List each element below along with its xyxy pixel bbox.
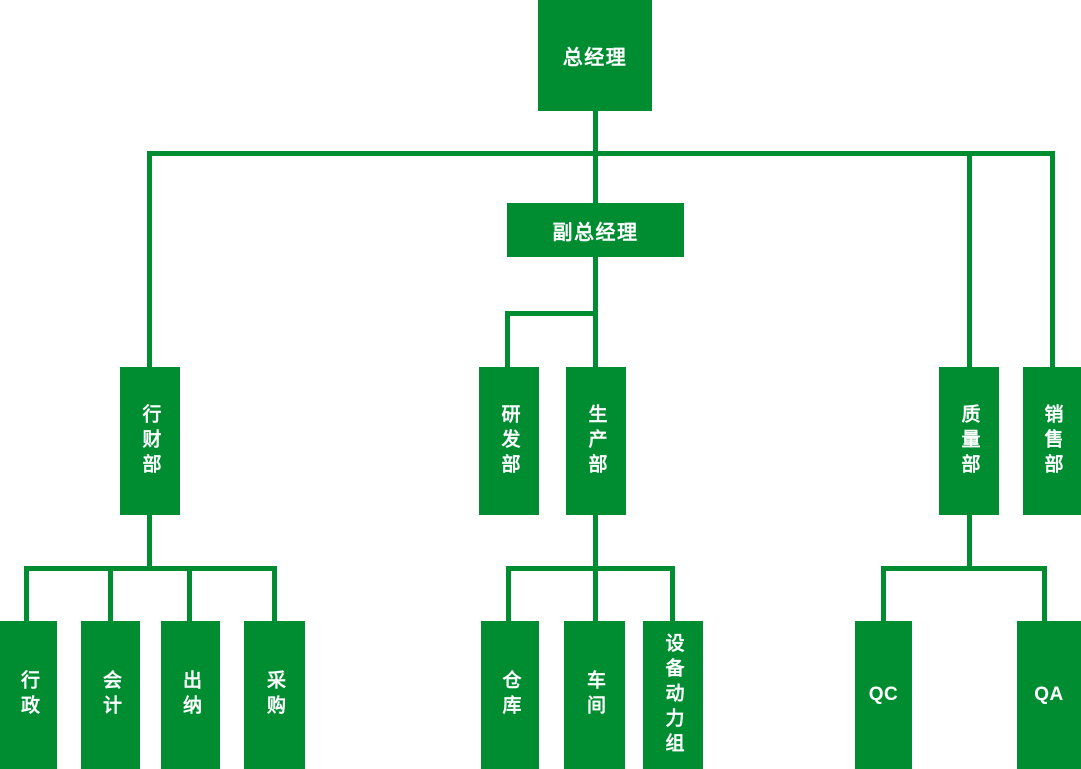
node-qc[interactable]: QC <box>855 621 912 769</box>
node-quality-dept[interactable]: 质量部 <box>939 367 999 515</box>
node-label: 副总经理 <box>552 221 639 244</box>
node-warehouse[interactable]: 仓库 <box>481 621 539 769</box>
node-label: QA <box>1034 684 1064 705</box>
connector-stub-qc <box>881 566 886 621</box>
node-label: 会计 <box>100 670 121 720</box>
connector-stub-admin <box>24 566 29 621</box>
connector-stub-workshop <box>593 566 598 621</box>
connector-dgm-branch-horizontal <box>505 311 598 316</box>
connector-stub-qa <box>1042 566 1047 621</box>
node-cashier[interactable]: 出纳 <box>161 621 220 769</box>
node-label: QC <box>868 684 899 705</box>
node-workshop[interactable]: 车间 <box>564 621 625 769</box>
connector-branch-to-rd <box>505 311 510 367</box>
node-equipment-power-group[interactable]: 设备动力组 <box>643 621 703 769</box>
node-accounting[interactable]: 会计 <box>81 621 140 769</box>
node-label: 总经理 <box>562 47 628 69</box>
node-label: 行政 <box>18 670 39 720</box>
connector-mainline-horizontal <box>147 151 1055 156</box>
connector-mainline-to-sales <box>1050 151 1055 367</box>
node-production-dept[interactable]: 生产部 <box>566 367 626 515</box>
node-admin[interactable]: 行政 <box>0 621 57 769</box>
connector-stub-warehouse <box>506 566 511 621</box>
node-qa[interactable]: QA <box>1017 621 1081 769</box>
connector-mainline-to-dgm <box>593 151 598 203</box>
connector-stub-accounting <box>108 566 113 621</box>
connector-gm-to-mainline <box>593 110 598 156</box>
node-label: 生产部 <box>585 403 607 479</box>
connector-production-drop <box>593 513 598 568</box>
connector-mid-group-horizontal <box>506 566 675 571</box>
node-label: 行财部 <box>139 403 161 479</box>
connector-stub-cashier <box>187 566 192 621</box>
node-deputy-general-manager[interactable]: 副总经理 <box>507 203 684 257</box>
node-label: 采购 <box>264 670 285 720</box>
node-label: 车间 <box>584 670 605 720</box>
node-label: 研发部 <box>498 403 520 479</box>
node-label: 设备动力组 <box>662 632 684 758</box>
connector-left-group-horizontal <box>24 566 277 571</box>
node-purchasing[interactable]: 采购 <box>244 621 305 769</box>
connector-quality-drop <box>967 513 972 568</box>
node-admin-finance-dept[interactable]: 行财部 <box>120 367 180 515</box>
connector-mainline-to-quality <box>967 151 972 367</box>
connector-right-group-horizontal <box>881 566 1047 571</box>
node-label: 销售部 <box>1041 403 1063 479</box>
node-rd-dept[interactable]: 研发部 <box>479 367 539 515</box>
connector-stub-purchasing <box>272 566 277 621</box>
node-general-manager[interactable]: 总经理 <box>538 0 652 111</box>
connector-mainline-to-admin-finance <box>147 151 152 367</box>
connector-stub-equipment <box>670 566 675 621</box>
node-sales-dept[interactable]: 销售部 <box>1023 367 1081 515</box>
node-label: 仓库 <box>499 670 521 720</box>
node-label: 质量部 <box>958 403 980 479</box>
connector-admin-finance-drop <box>147 513 152 568</box>
node-label: 出纳 <box>180 670 201 720</box>
